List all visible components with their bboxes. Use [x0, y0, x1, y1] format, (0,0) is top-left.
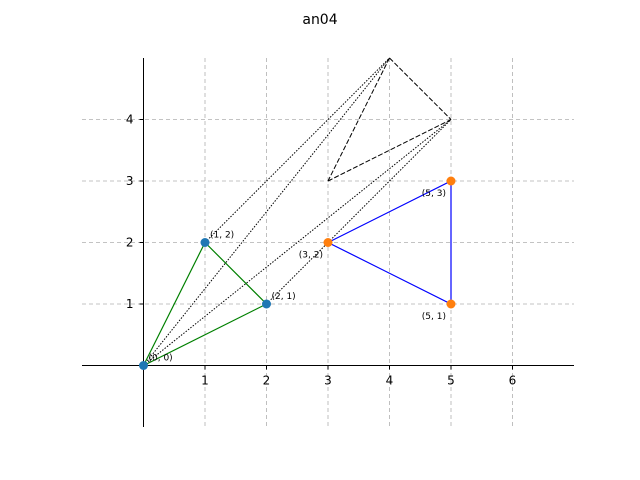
original-triangle: [142, 241, 268, 367]
dotted-line: [204, 57, 390, 243]
original-point: [262, 299, 271, 309]
dashed-line: [327, 57, 390, 182]
x-tick-label: 2: [263, 374, 271, 388]
x-tick-label: 4: [386, 374, 394, 388]
y-tick-label: 1: [126, 297, 134, 311]
transformed-point-label: (5, 1): [422, 312, 446, 322]
y-tick-label: 4: [126, 113, 134, 127]
point-labels: (0, 0) (1, 2) (2, 1) (3, 2) (5, 3) (5, 1): [149, 189, 447, 364]
original-point-label: (1, 2): [210, 231, 234, 241]
dotted-line: [266, 119, 452, 305]
y-tick-label: 3: [126, 174, 134, 188]
original-point: [139, 361, 148, 370]
transformed-point-label: (3, 2): [299, 251, 323, 261]
triangles: [142, 180, 452, 367]
x-tick-label: 3: [324, 374, 332, 388]
transformed-triangle: [326, 180, 452, 305]
original-point-label: (2, 1): [272, 292, 296, 302]
transformed-point: [323, 238, 333, 247]
dotted-line: [143, 119, 452, 366]
construction-lines: [143, 57, 452, 366]
x-tick-label: 5: [447, 374, 455, 388]
transformed-point-label: (5, 3): [422, 189, 446, 199]
x-tick-label: 6: [509, 374, 517, 388]
dashed-line: [327, 119, 452, 182]
transformed-point: [446, 176, 456, 186]
points: [139, 176, 456, 370]
original-point: [200, 238, 210, 247]
tick-labels: 1 2 3 4 5 6 1 2 3 4: [126, 113, 516, 388]
transformed-point: [446, 299, 456, 309]
chart-title: an04: [302, 12, 337, 28]
dotted-line: [143, 57, 390, 366]
x-tick-label: 1: [201, 374, 209, 388]
original-point-label: (0, 0): [149, 354, 173, 364]
dashed-line: [389, 57, 452, 120]
y-tick-label: 2: [126, 236, 134, 250]
